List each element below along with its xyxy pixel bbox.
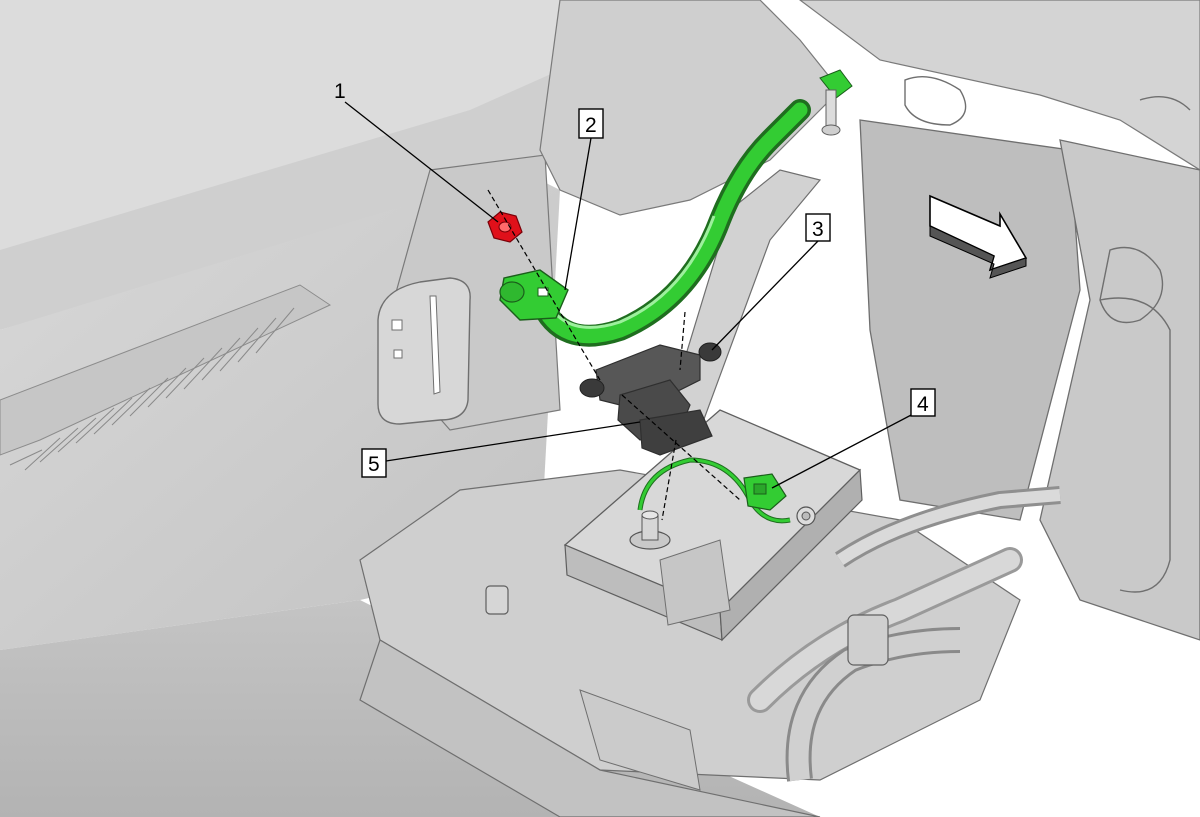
callout-2-label: 2 xyxy=(585,114,597,137)
callout-4: 4 xyxy=(910,388,936,417)
callout-4-label: 4 xyxy=(917,393,929,416)
battery-current-sensor-module xyxy=(579,342,722,456)
battery-negative-cable xyxy=(499,69,853,347)
quarter-panel-slot xyxy=(377,277,471,425)
trim-ribs xyxy=(0,284,332,471)
callout-5: 5 xyxy=(361,448,387,478)
callout-2: 2 xyxy=(578,108,604,139)
arrow-right-icon xyxy=(929,194,1028,279)
callout-1: 1 xyxy=(334,80,346,103)
battery xyxy=(563,409,863,642)
callout-5-label: 5 xyxy=(368,453,380,476)
callout-leaders xyxy=(344,101,916,489)
callout-3: 3 xyxy=(805,213,831,242)
callout-1-label: 1 xyxy=(334,80,346,103)
callout-3-label: 3 xyxy=(812,218,824,241)
alignment-lines xyxy=(487,189,741,521)
nut-fastener xyxy=(487,211,523,243)
ground-stud xyxy=(821,89,841,136)
sensor-lead-connector xyxy=(637,457,816,526)
